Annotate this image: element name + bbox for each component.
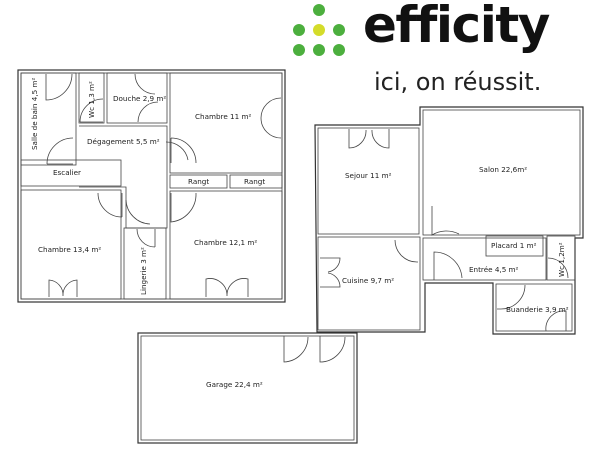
label-salon: Salon 22,6m² — [479, 165, 527, 174]
right-wing — [314, 106, 584, 335]
label-entree: Entrée 4,5 m² — [469, 265, 519, 274]
left-wing — [17, 69, 286, 303]
brand-tagline: ici, on réussit. — [374, 68, 542, 96]
label-wc-1: Wc 1,3 m² — [87, 81, 96, 118]
label-rangt-2: Rangt — [244, 177, 265, 186]
room-chambre-13 — [20, 189, 123, 300]
label-garage: Garage 22,4 m² — [206, 380, 263, 389]
room-placard — [485, 235, 544, 257]
room-sejour — [317, 127, 420, 235]
room-lingerie — [123, 227, 167, 300]
brand-name: efficity — [363, 0, 550, 54]
brand-logo: efficity ici, on réussit. — [290, 0, 590, 102]
room-chambre-12 — [125, 190, 283, 300]
label-douche: Douche 2,9 m² — [113, 94, 166, 103]
room-rangt-2 — [229, 174, 283, 189]
label-cuisine: Cuisine 9,7 m² — [342, 276, 394, 285]
room-wc-1 — [78, 72, 105, 124]
room-cuisine — [317, 236, 421, 331]
label-chambre-11: Chambre 11 m² — [195, 112, 251, 121]
room-salon — [422, 109, 581, 236]
label-salle-de-bain: Salle de bain 4,5 m² — [30, 78, 39, 150]
room-escalier — [20, 159, 122, 187]
label-escalier: Escalier — [53, 168, 81, 177]
room-garage — [137, 332, 358, 444]
room-rangt-1 — [169, 174, 228, 189]
label-sejour: Sejour 11 m² — [345, 171, 392, 180]
room-chambre-11 — [165, 72, 283, 174]
room-entree — [422, 237, 547, 281]
label-degagement: Dégagement 5,5 m² — [87, 137, 160, 146]
label-wc-2: Wc 1,2m² — [557, 242, 566, 277]
label-rangt-1: Rangt — [188, 177, 209, 186]
label-placard: Placard 1 m² — [491, 241, 537, 250]
room-buanderie — [495, 283, 573, 332]
room-douche — [106, 72, 168, 124]
label-chambre-13: Chambre 13,4 m² — [38, 245, 101, 254]
room-wc-2 — [546, 235, 576, 281]
label-buanderie: Buanderie 3,9 m² — [506, 305, 569, 314]
label-chambre-12: Chambre 12,1 m² — [194, 238, 257, 247]
label-lingerie: Lingerie 3 m² — [139, 247, 148, 295]
